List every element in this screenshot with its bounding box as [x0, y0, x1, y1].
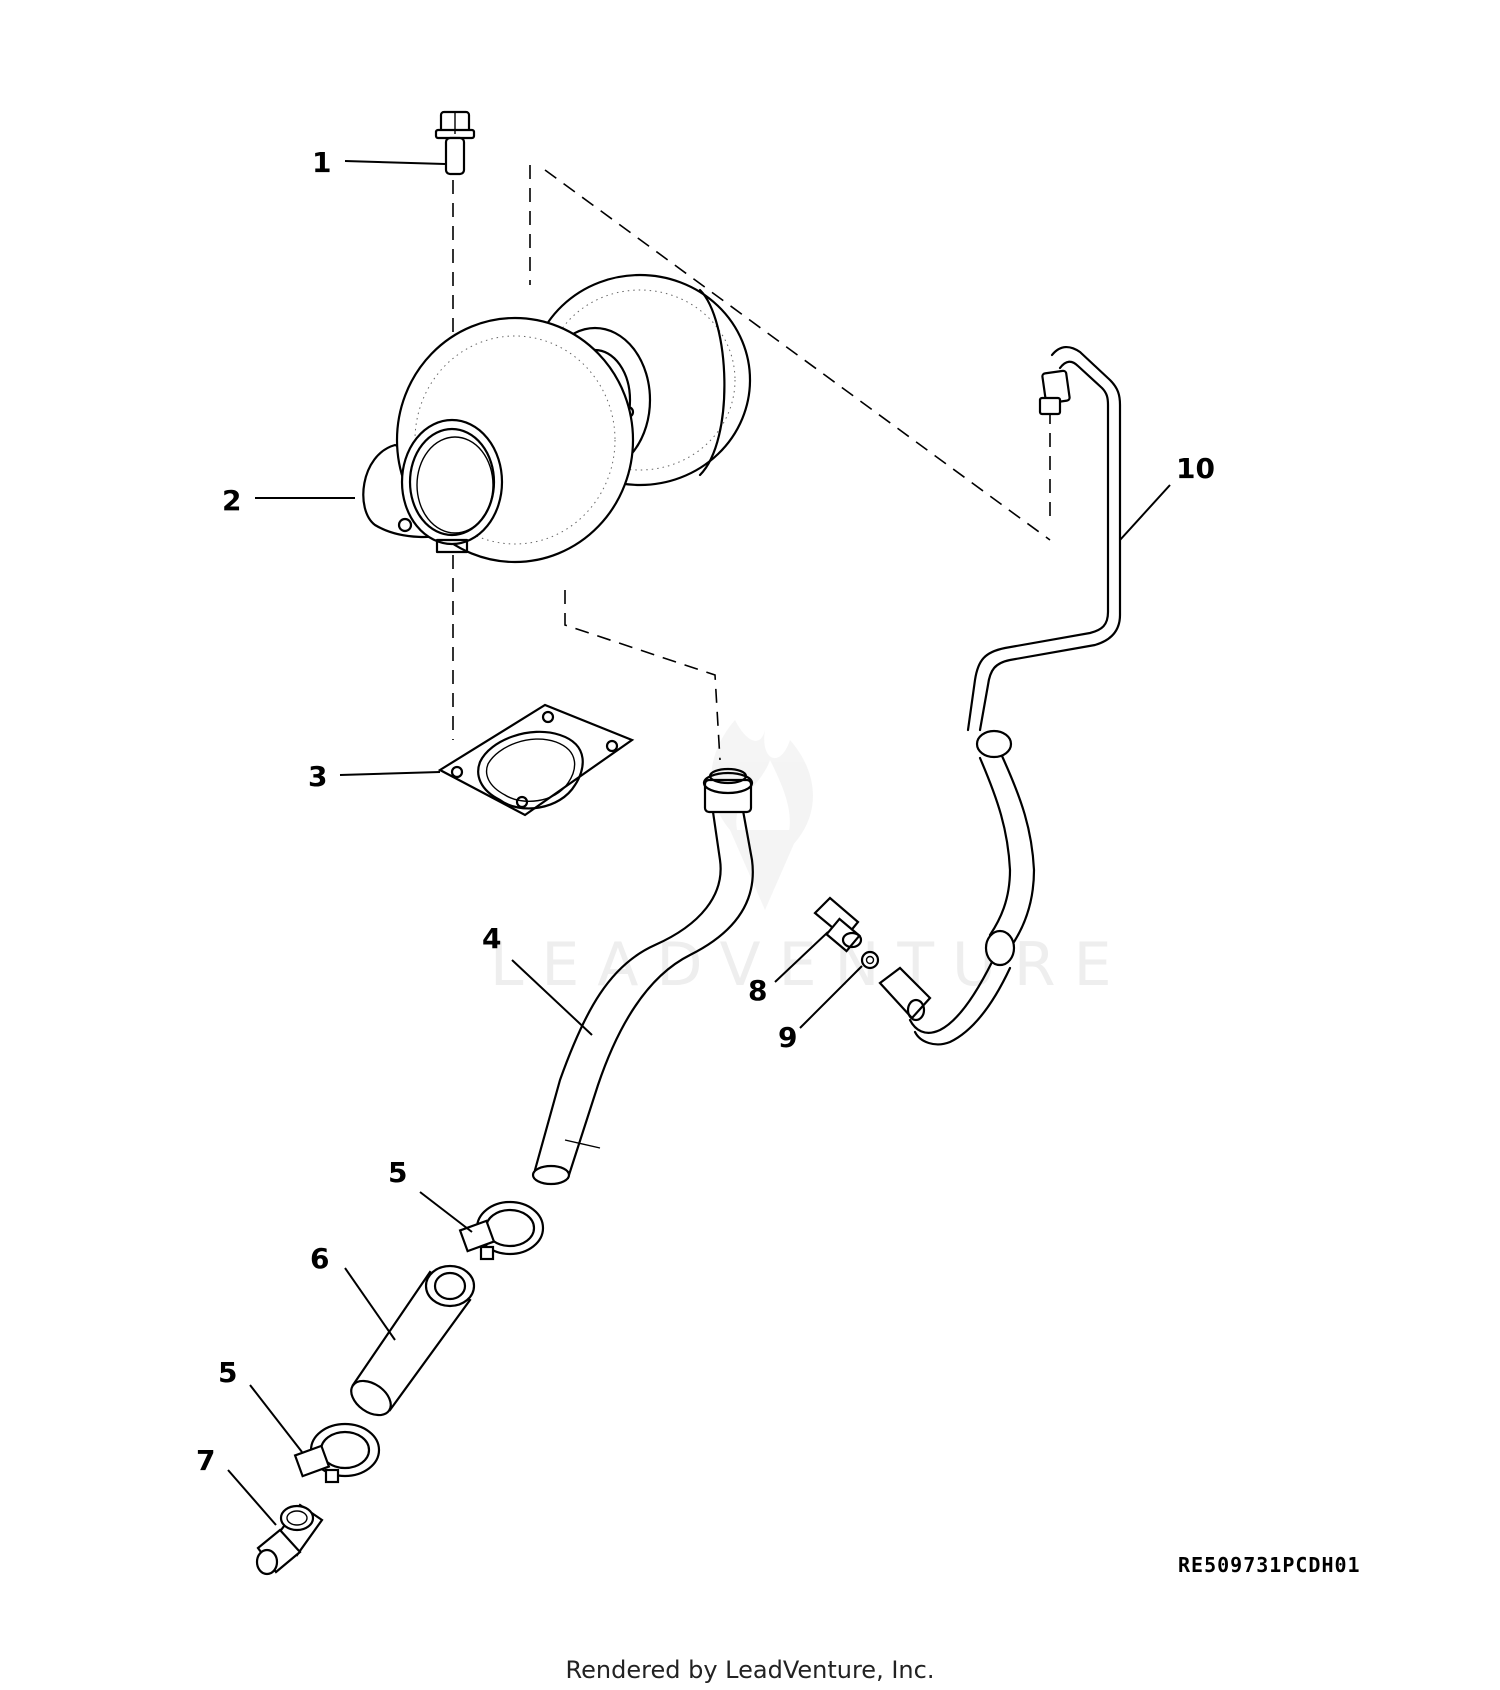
callout-1: 1 [312, 146, 331, 179]
assembly-guide-lines [452, 165, 1051, 761]
washer-part [860, 950, 880, 970]
oil-drain-tube-part [531, 767, 754, 1186]
turbocharger-part [362, 273, 752, 564]
callout-7: 7 [196, 1444, 215, 1477]
drawing-reference-code: RE509731PCDH01 [1178, 1553, 1361, 1577]
hose-clamp-lower-part [293, 1422, 381, 1484]
elbow-fitting-part [255, 1503, 324, 1576]
render-credit-footer: Rendered by LeadVenture, Inc. [565, 1656, 935, 1684]
callout-9: 9 [778, 1021, 797, 1054]
callout-2: 2 [222, 484, 241, 517]
callout-10: 10 [1176, 452, 1215, 485]
callout-5-upper: 5 [388, 1156, 407, 1189]
hose-clamp-upper-part [458, 1200, 545, 1261]
oil-supply-line-part [878, 346, 1122, 1046]
callout-6: 6 [310, 1242, 329, 1275]
watermark-text: LEADVENTURE [490, 930, 1130, 1000]
callout-8: 8 [748, 974, 767, 1007]
callout-5-lower: 5 [218, 1356, 237, 1389]
callout-3: 3 [308, 760, 327, 793]
callout-labels: 1 2 3 4 5 6 5 7 8 9 10 [196, 146, 1215, 1477]
hose-part [350, 1264, 476, 1417]
callout-leader-lines [227, 160, 1171, 1526]
watermark-logo [711, 720, 813, 910]
gasket-part [437, 703, 635, 817]
adapter-fitting-part [813, 896, 863, 953]
callout-4: 4 [482, 922, 501, 955]
bolt-part [434, 110, 476, 176]
